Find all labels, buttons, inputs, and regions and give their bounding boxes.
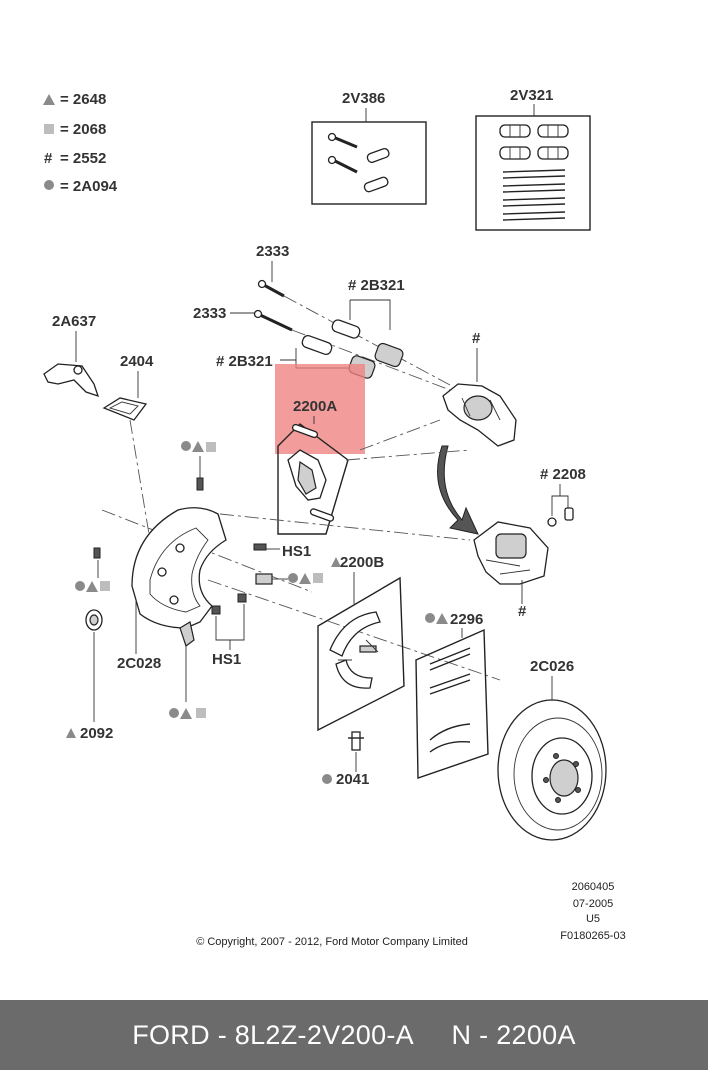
spring-2296: 2296 bbox=[415, 611, 489, 779]
doc-rev: U5 bbox=[586, 913, 600, 925]
caliper-top: # bbox=[442, 330, 517, 447]
circle-icon bbox=[181, 441, 191, 451]
part-number-footer: FORD - 8L2Z-2V200-A N - 2200A bbox=[0, 1000, 708, 1070]
label-2a637: 2A637 bbox=[52, 313, 96, 330]
legend-item-2552: = 2552 bbox=[60, 150, 106, 167]
clip-icon bbox=[502, 169, 566, 221]
pin-icon bbox=[351, 731, 361, 751]
rotor-2c026: 2C026 bbox=[497, 658, 607, 841]
square-icon bbox=[196, 708, 206, 718]
label-2v386: 2V386 bbox=[342, 90, 385, 107]
triangle-icon bbox=[192, 441, 204, 452]
bolt-icon bbox=[327, 132, 358, 174]
label-2v321: 2V321 bbox=[510, 87, 553, 104]
caliper-bottom: # bbox=[473, 521, 549, 620]
label-2092: 2092 bbox=[80, 725, 113, 742]
circle-icon bbox=[322, 774, 332, 784]
doc-meta: 2060405 07-2005 U5 F0180265-03 © Copyrig… bbox=[196, 881, 626, 948]
bracket-2a637: 2A637 bbox=[43, 313, 100, 398]
triangle-icon bbox=[66, 728, 76, 738]
doc-ref: F0180265-03 bbox=[560, 930, 625, 942]
legend-hash-icon: # bbox=[44, 150, 53, 167]
circle-icon bbox=[425, 613, 435, 623]
legend-item-2068: = 2068 bbox=[60, 121, 106, 138]
bolt-icon bbox=[196, 477, 204, 491]
label-2041: 2041 bbox=[336, 771, 369, 788]
label-2b321-left: # 2B321 bbox=[216, 353, 273, 370]
adjuster-symbols bbox=[255, 573, 323, 585]
triangle-icon bbox=[180, 708, 192, 719]
bolt-icon bbox=[253, 543, 267, 551]
legend-square-icon bbox=[44, 124, 54, 134]
label-2b321-top: # 2B321 bbox=[348, 277, 405, 294]
bolt-icon bbox=[93, 547, 101, 559]
label-caliper-hash-top: # bbox=[472, 330, 481, 347]
circle-icon bbox=[288, 573, 298, 583]
triangle-icon bbox=[331, 557, 341, 567]
square-icon bbox=[313, 573, 323, 583]
shoe-2200b: 2200B bbox=[317, 554, 405, 732]
sleeve-icon bbox=[363, 147, 390, 193]
triangle-icon bbox=[299, 573, 311, 584]
legend: = 2648 = 2068 # = 2552 = 2A094 bbox=[43, 91, 118, 195]
square-icon bbox=[206, 442, 216, 452]
label-2296: 2296 bbox=[450, 611, 483, 628]
kit-2v386: 2V386 bbox=[311, 90, 427, 205]
kit-2v321: 2V321 bbox=[475, 87, 591, 231]
bolt-hs1: HS1 HS1 bbox=[211, 543, 311, 668]
copyright: © Copyright, 2007 - 2012, Ford Motor Com… bbox=[196, 936, 468, 948]
bushing-icon bbox=[499, 124, 569, 160]
label-2c028: 2C028 bbox=[117, 655, 161, 672]
label-caliper-hash-bottom: # bbox=[518, 603, 527, 620]
label-2200b: 2200B bbox=[340, 554, 384, 571]
square-icon bbox=[100, 581, 110, 591]
label-2333-top: 2333 bbox=[256, 243, 289, 260]
doc-date: 07-2005 bbox=[573, 898, 613, 910]
label-hs1-bottom: HS1 bbox=[212, 651, 241, 668]
arrow-icon bbox=[437, 445, 479, 535]
label-2404: 2404 bbox=[120, 353, 154, 370]
pin-2041: 2041 bbox=[322, 731, 369, 788]
legend-circle-icon bbox=[44, 180, 54, 190]
doc-number: 2060405 bbox=[572, 881, 615, 893]
label-2208: # 2208 bbox=[540, 466, 586, 483]
circle-icon bbox=[75, 581, 85, 591]
bracket-2404: 2404 bbox=[102, 353, 154, 421]
circle-icon bbox=[169, 708, 179, 718]
label-2333-mid: 2333 bbox=[193, 305, 226, 322]
bolt-symbols-b bbox=[75, 547, 110, 592]
pad-2200a: 2200A bbox=[277, 398, 349, 535]
bushing-2b321: # 2B321 # 2B321 bbox=[216, 277, 405, 379]
bolt-symbols-a bbox=[181, 441, 216, 491]
part-number-text: FORD - 8L2Z-2V200-A N - 2200A bbox=[132, 1019, 576, 1050]
cover-2092: 2092 bbox=[66, 609, 113, 742]
legend-item-2a094: = 2A094 bbox=[60, 178, 118, 195]
label-2c026: 2C026 bbox=[530, 658, 574, 675]
label-hs1-right: HS1 bbox=[282, 543, 311, 560]
cam-symbols bbox=[169, 621, 206, 719]
shield-2c028: 2C028 bbox=[117, 507, 227, 672]
legend-item-2648: = 2648 bbox=[60, 91, 106, 108]
triangle-icon bbox=[86, 581, 98, 592]
bleeder-2208: # 2208 bbox=[540, 466, 586, 527]
legend-triangle-icon bbox=[43, 94, 55, 105]
brake-parts-diagram: = 2648 = 2068 # = 2552 = 2A094 2V386 2V3… bbox=[43, 87, 626, 948]
triangle-icon bbox=[436, 613, 448, 624]
label-2200a: 2200A bbox=[293, 398, 337, 415]
